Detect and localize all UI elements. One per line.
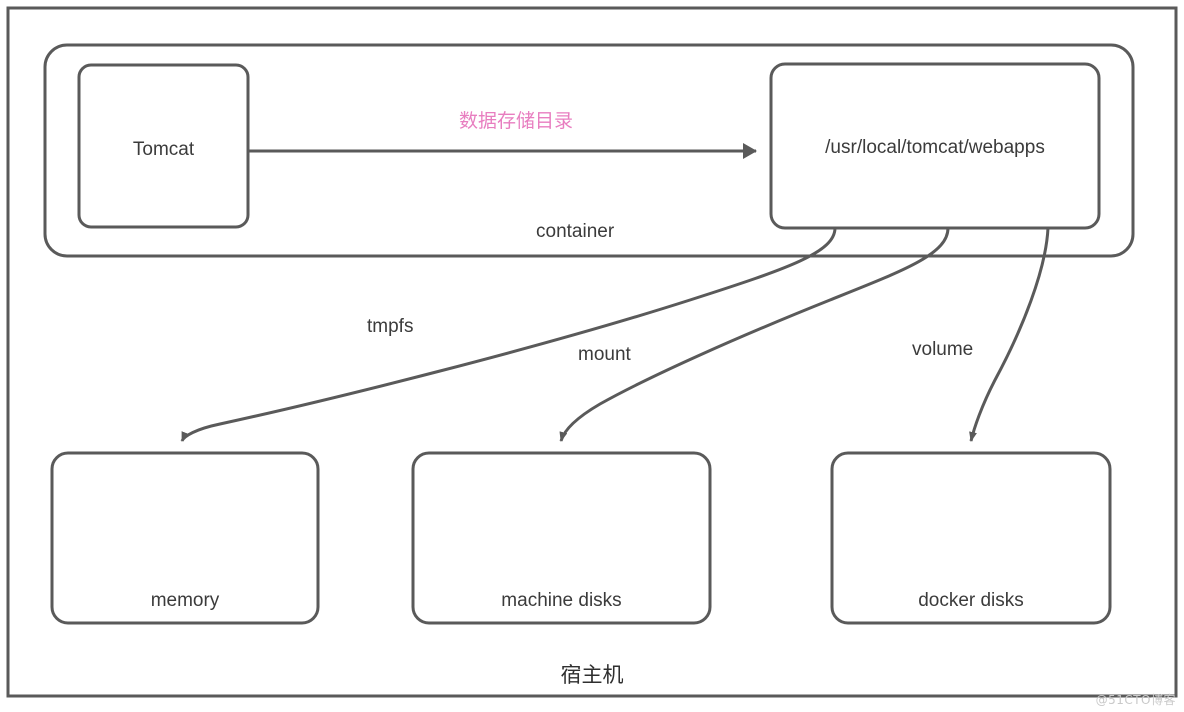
container-label: container xyxy=(536,221,615,242)
tomcat-box[interactable] xyxy=(77,63,250,229)
docker-disks-label: docker disks xyxy=(918,590,1024,611)
docker-disks-box[interactable] xyxy=(830,451,1112,625)
edge-tmpfs xyxy=(180,227,837,442)
mount-edge-label: mount xyxy=(578,344,631,365)
machine-disks-box[interactable] xyxy=(411,451,712,625)
edge-mount xyxy=(559,227,950,442)
tmpfs-edge-label: tmpfs xyxy=(367,316,414,337)
host-machine-label: 宿主机 xyxy=(560,663,624,687)
edge-volume xyxy=(969,227,1050,442)
memory-label: memory xyxy=(150,590,220,611)
memory-box[interactable] xyxy=(50,451,320,625)
host-frame xyxy=(6,6,1178,698)
tomcat-label: Tomcat xyxy=(132,139,195,160)
machine-disks-label: machine disks xyxy=(501,590,622,611)
volume-edge-label: volume xyxy=(912,339,974,360)
watermark: @51CTO博客 xyxy=(1095,693,1176,707)
data-storage-dir-label: 数据存储目录 xyxy=(459,110,574,132)
webapps-label: /usr/local/tomcat/webapps xyxy=(825,137,1045,158)
webapps-box[interactable] xyxy=(769,62,1101,230)
